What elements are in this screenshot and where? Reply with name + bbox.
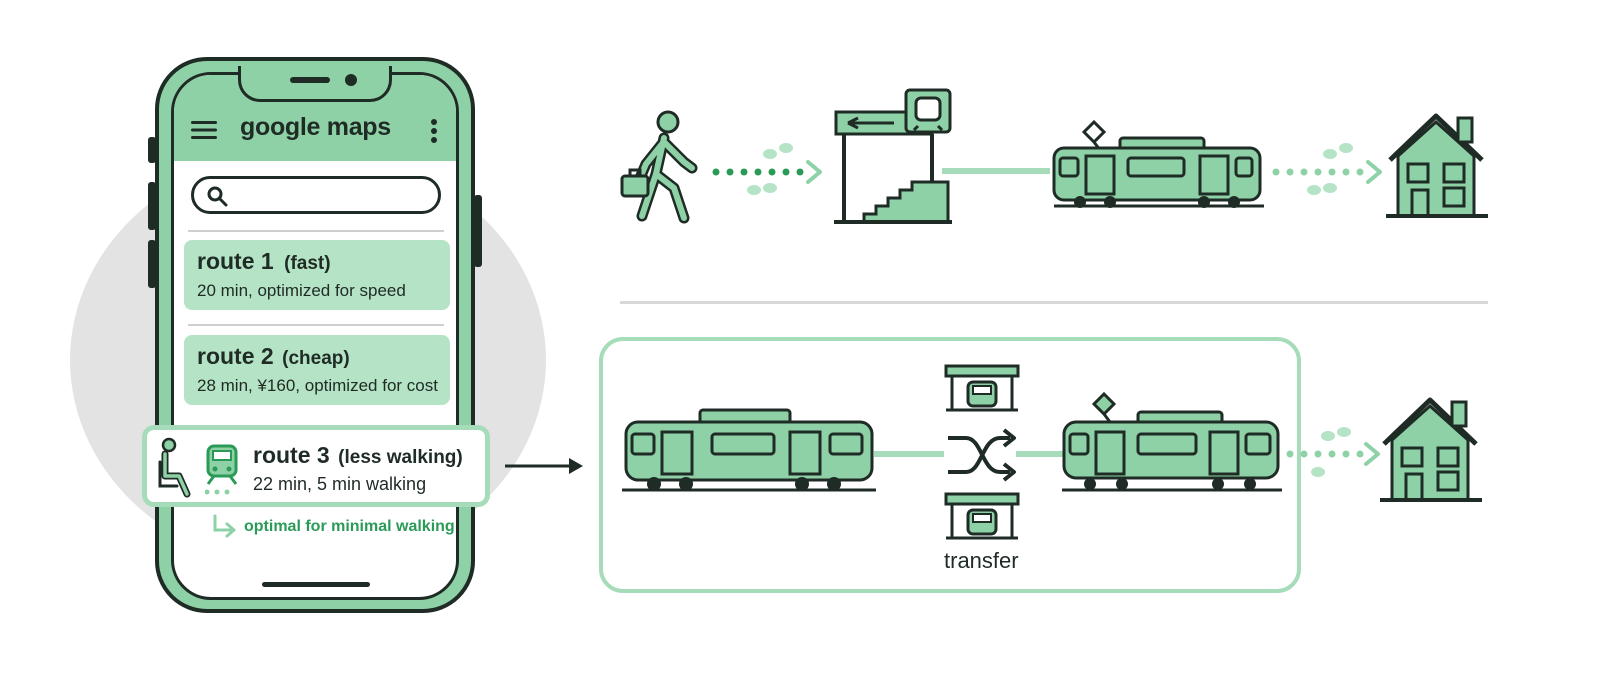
divider (188, 230, 444, 232)
arrow-right-icon (505, 458, 583, 474)
optimal-note: optimal for minimal walking (244, 518, 455, 535)
transfer-label: transfer (944, 548, 1019, 573)
return-arrow-icon (213, 514, 236, 538)
dotted-path-icon (1286, 427, 1380, 477)
seated-person-icon (158, 437, 191, 498)
tram-icon (1052, 120, 1264, 208)
connector-line (1016, 451, 1064, 457)
shuffle-transfer-icon (948, 428, 1016, 482)
walking-person-icon (620, 110, 698, 224)
route-3-card[interactable]: route 3 (less walking) 22 min, 5 min wal… (142, 425, 490, 507)
tram-icon (1062, 391, 1282, 492)
route-1-card[interactable]: route 1 (fast) 20 min, optimized for spe… (184, 240, 450, 310)
phone-speaker (290, 77, 330, 83)
dotted-path-icon (1272, 143, 1382, 195)
connector-line (942, 168, 1050, 174)
more-options-icon[interactable] (429, 118, 439, 144)
phone-side-button (148, 240, 156, 288)
phone-side-button (148, 182, 156, 230)
phone-camera (345, 74, 357, 86)
station-entrance-icon (834, 88, 952, 224)
station-shelter-icon (944, 364, 1020, 412)
route-3-journey-box (599, 337, 1301, 593)
route-3-tag: (less walking) (338, 447, 463, 468)
divider (188, 324, 444, 326)
route-1-name: route 1 (197, 248, 274, 274)
station-shelter-icon (944, 492, 1020, 540)
phone-notch (238, 66, 392, 102)
train-car-icon (622, 408, 876, 492)
route-3-name: route 3 (253, 442, 330, 468)
route-2-card[interactable]: route 2 (cheap) 28 min, ¥160, optimized … (184, 335, 450, 405)
search-input[interactable] (191, 176, 441, 214)
app-title: google maps (240, 113, 391, 141)
route-1-description: 20 min, optimized for speed (197, 281, 406, 300)
route-3-description: 22 min, 5 min walking (253, 474, 427, 494)
route-2-description: 28 min, ¥160, optimized for cost (197, 376, 438, 395)
house-icon (1380, 397, 1482, 502)
route-2-tag: (cheap) (282, 348, 350, 369)
train-icon (205, 444, 238, 495)
dotted-path-icon (712, 143, 822, 195)
route-1-tag: (fast) (284, 253, 331, 274)
home-indicator (262, 582, 370, 587)
house-icon (1386, 113, 1488, 218)
hamburger-menu-icon[interactable] (191, 120, 217, 140)
connector-line (874, 451, 944, 457)
phone-power-button (474, 195, 482, 267)
search-icon (207, 186, 228, 207)
phone-side-button (148, 137, 156, 163)
section-divider (620, 301, 1488, 304)
route-2-name: route 2 (197, 343, 274, 369)
